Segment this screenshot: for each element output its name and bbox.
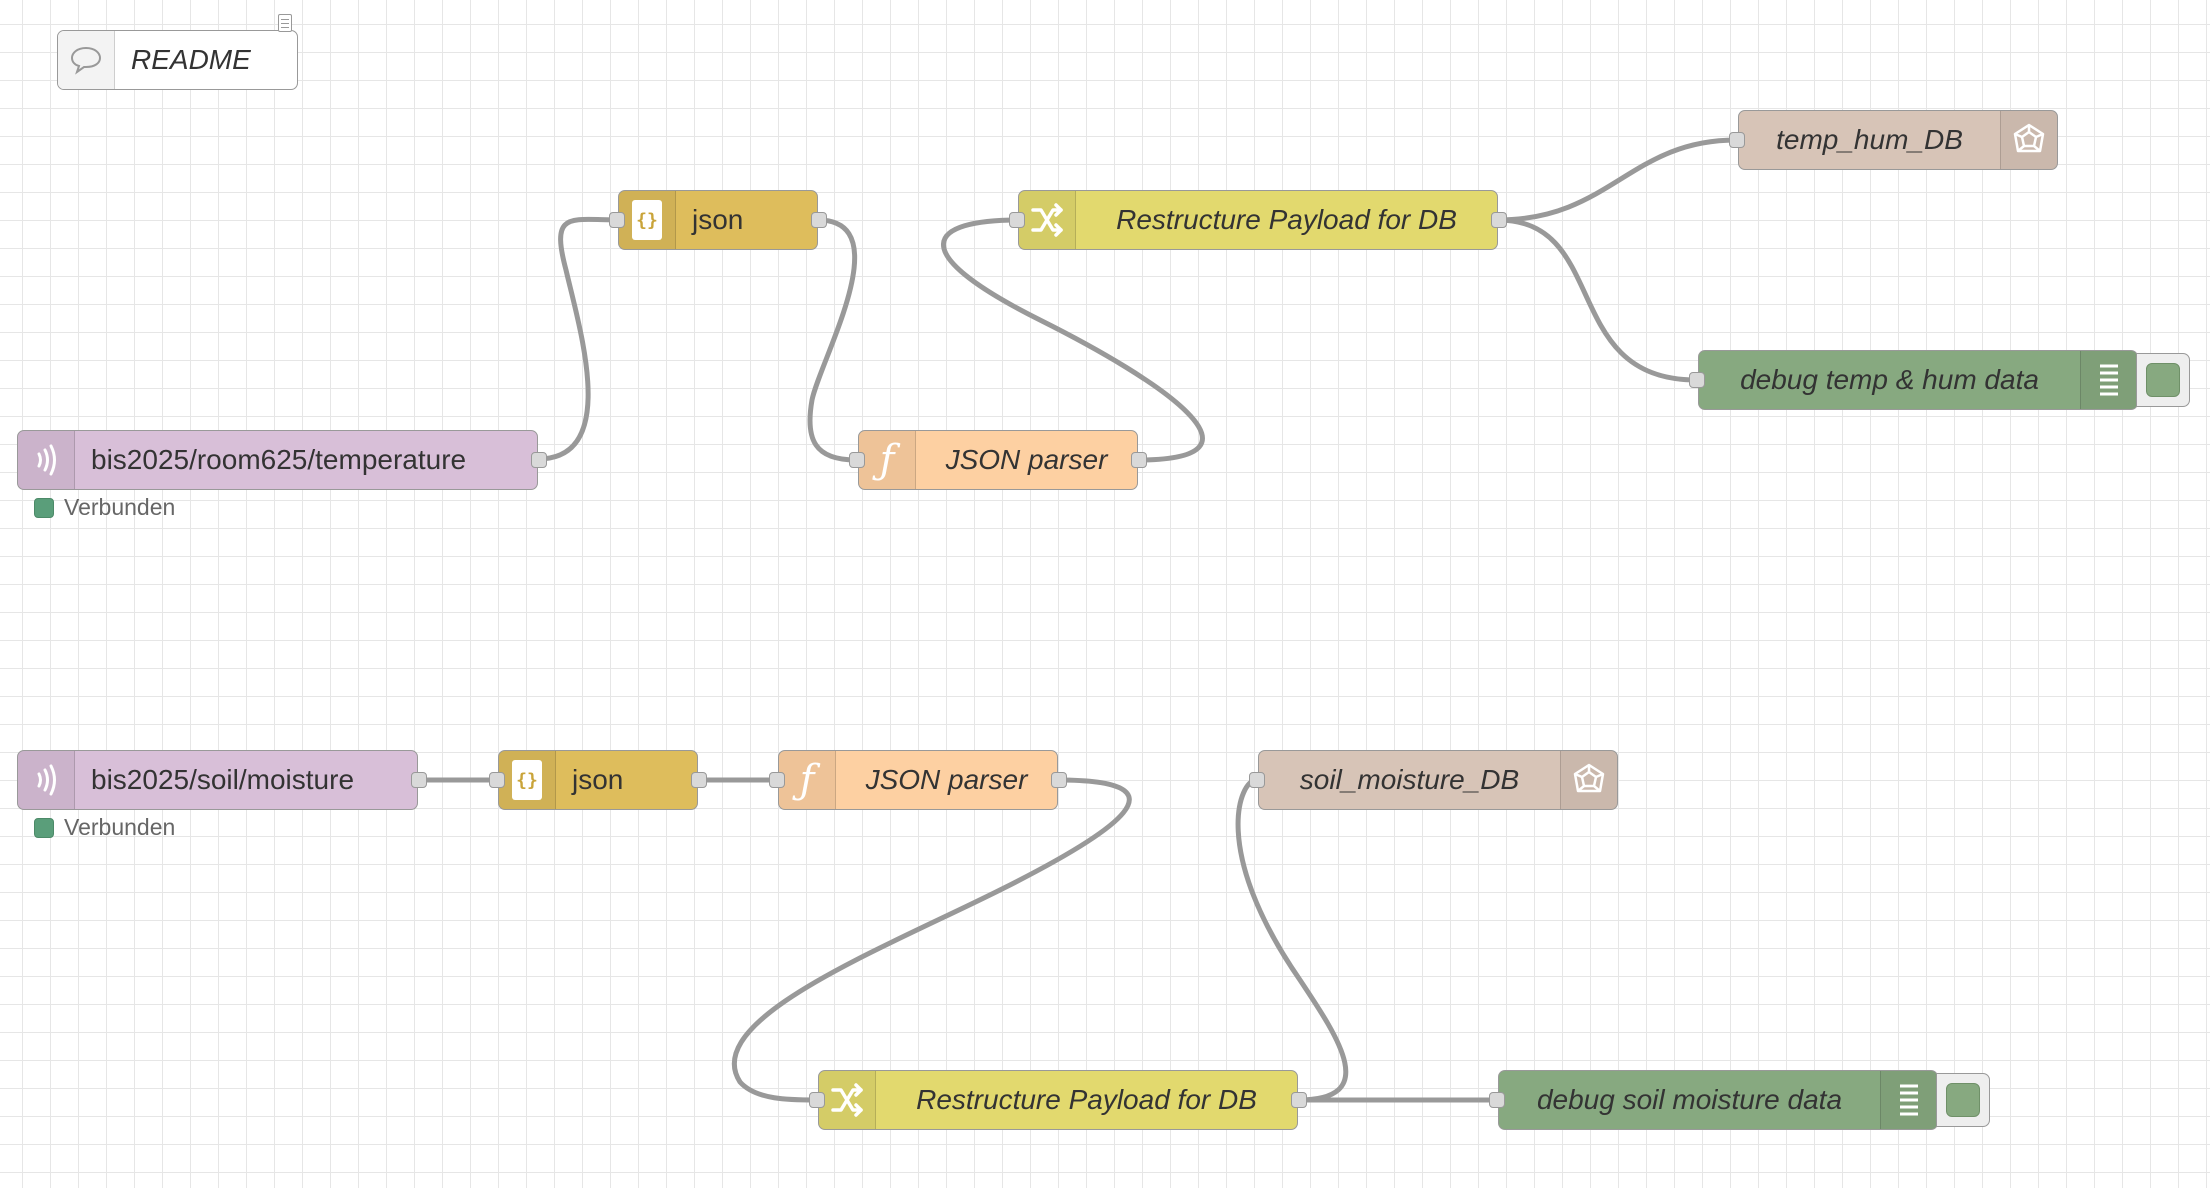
change-node-restructure-temperature[interactable]: Restructure Payload for DB xyxy=(1009,190,1507,250)
output-port[interactable] xyxy=(1051,772,1067,788)
status-dot xyxy=(34,817,54,838)
database-node-temp-hum[interactable]: temp_hum_DB xyxy=(1729,110,2058,170)
database-node-soil-moisture[interactable]: soil_moisture_DB xyxy=(1249,750,1618,810)
input-port[interactable] xyxy=(1729,132,1745,148)
database-icon xyxy=(1560,751,1617,809)
json-braces-icon: {} xyxy=(619,191,676,249)
function-label: JSON parser xyxy=(865,764,1028,795)
output-port[interactable] xyxy=(411,772,427,788)
input-port[interactable] xyxy=(849,452,865,468)
mqtt-in-node-soil[interactable]: bis2025/soil/moisture xyxy=(17,750,427,810)
wire xyxy=(807,217,859,463)
document-icon xyxy=(278,14,292,32)
json-braces-icon: {} xyxy=(499,751,556,809)
debug-toggle-button[interactable] xyxy=(1936,1073,1990,1127)
shuffle-icon xyxy=(819,1071,876,1129)
debug-toggle-indicator xyxy=(2146,363,2180,397)
output-port[interactable] xyxy=(691,772,707,788)
input-port[interactable] xyxy=(489,772,505,788)
mqtt-in-node-temperature[interactable]: bis2025/room625/temperature xyxy=(17,430,547,490)
function-node-json-parser-temperature[interactable]: ƒ JSON parser xyxy=(849,430,1147,490)
debug-node-temp-hum[interactable]: debug temp & hum data xyxy=(1689,350,2138,410)
output-port[interactable] xyxy=(531,452,547,468)
input-port[interactable] xyxy=(1489,1092,1505,1108)
function-node-json-parser-soil[interactable]: ƒ JSON parser xyxy=(769,750,1067,810)
output-port[interactable] xyxy=(1131,452,1147,468)
json-label: json xyxy=(692,204,744,235)
database-label: temp_hum_DB xyxy=(1776,124,1963,155)
shuffle-icon xyxy=(1019,191,1076,249)
output-port[interactable] xyxy=(1291,1092,1307,1108)
readme-label: README xyxy=(131,44,251,75)
input-port[interactable] xyxy=(809,1092,825,1108)
change-label: Restructure Payload for DB xyxy=(916,1084,1257,1115)
status-connected: Verbunden xyxy=(34,494,175,521)
wire xyxy=(1235,777,1349,1103)
debug-label: debug temp & hum data xyxy=(1740,364,2039,395)
status-text: Verbunden xyxy=(64,814,176,840)
json-label: json xyxy=(572,764,624,795)
wire xyxy=(941,217,1205,463)
debug-node-soil-moisture[interactable]: debug soil moisture data xyxy=(1489,1070,1938,1130)
database-label: soil_moisture_DB xyxy=(1299,764,1520,795)
function-icon: ƒ xyxy=(779,751,836,809)
status-text: Verbunden xyxy=(64,494,176,520)
mqtt-topic-label: bis2025/soil/moisture xyxy=(91,764,355,795)
input-port[interactable] xyxy=(1689,372,1705,388)
function-icon: ƒ xyxy=(859,431,916,489)
status-connected: Verbunden xyxy=(34,814,175,841)
debug-label: debug soil moisture data xyxy=(1536,1084,1843,1115)
status-dot xyxy=(34,497,54,518)
output-port[interactable] xyxy=(1491,212,1507,228)
wire xyxy=(1495,217,1699,383)
json-node-temperature[interactable]: {} json xyxy=(609,190,827,250)
input-port[interactable] xyxy=(1249,772,1265,788)
readme-comment-node[interactable]: README xyxy=(57,30,298,90)
output-port[interactable] xyxy=(811,212,827,228)
debug-list-icon xyxy=(2080,351,2137,409)
change-label: Restructure Payload for DB xyxy=(1116,204,1457,235)
change-node-restructure-soil[interactable]: Restructure Payload for DB xyxy=(809,1070,1307,1130)
input-port[interactable] xyxy=(609,212,625,228)
speech-bubble-icon xyxy=(58,31,115,89)
debug-list-icon xyxy=(1880,1071,1937,1129)
radio-waves-icon xyxy=(18,431,75,489)
input-port[interactable] xyxy=(769,772,785,788)
wire xyxy=(535,216,623,462)
radio-waves-icon xyxy=(18,751,75,809)
function-label: JSON parser xyxy=(945,444,1108,475)
debug-toggle-indicator xyxy=(1946,1083,1980,1117)
mqtt-topic-label: bis2025/room625/temperature xyxy=(91,444,467,475)
wire xyxy=(731,777,1132,1103)
json-node-soil[interactable]: {} json xyxy=(489,750,707,810)
debug-toggle-button[interactable] xyxy=(2136,353,2190,407)
input-port[interactable] xyxy=(1009,212,1025,228)
wire xyxy=(1495,137,1739,223)
database-icon xyxy=(2000,111,2057,169)
